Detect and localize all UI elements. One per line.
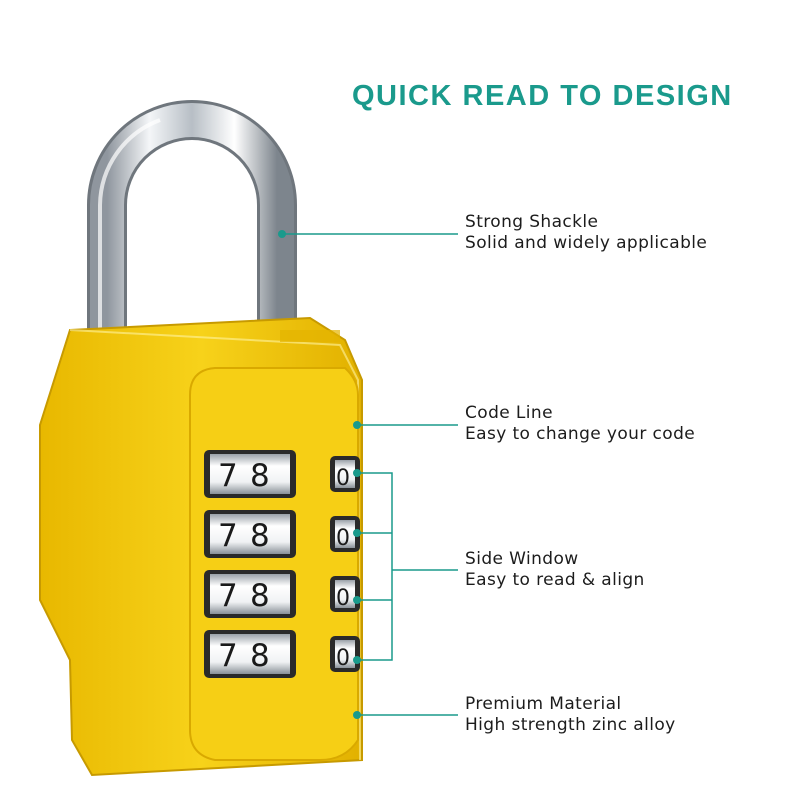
feature-description: Easy to read & align bbox=[465, 570, 645, 590]
dial-4-side-digit: 0 bbox=[336, 646, 350, 671]
dial-2-left-digit: 7 bbox=[218, 518, 238, 554]
callout-lines bbox=[282, 233, 458, 716]
dial-3-side-digit: 0 bbox=[336, 586, 350, 611]
dial-3-right-digit: 8 bbox=[250, 578, 270, 614]
page-heading: QUICK READ TO DESIGN bbox=[352, 80, 733, 112]
dial-3-left-digit: 7 bbox=[218, 578, 238, 614]
dial-1-left-digit: 7 bbox=[218, 458, 238, 494]
dial-stack: 7 8 0 7 8 0 7 8 0 7 8 0 bbox=[204, 450, 360, 678]
feature-strong-shackle: Strong Shackle Solid and widely applicab… bbox=[465, 212, 707, 254]
dial-4-left-digit: 7 bbox=[218, 638, 238, 674]
feature-description: Solid and widely applicable bbox=[465, 233, 708, 253]
dial-2-right-digit: 8 bbox=[250, 518, 270, 554]
callout-dots bbox=[278, 230, 361, 719]
feature-description: Easy to change your code bbox=[465, 424, 696, 444]
dial-2-side-digit: 0 bbox=[336, 526, 350, 551]
feature-side-window: Side Window Easy to read & align bbox=[465, 549, 645, 591]
feature-description: High strength zinc alloy bbox=[465, 715, 676, 735]
dial-4-right-digit: 8 bbox=[250, 638, 270, 674]
feature-title: Strong Shackle bbox=[465, 212, 599, 232]
feature-code-line: Code Line Easy to change your code bbox=[465, 403, 695, 445]
lock-body bbox=[39, 316, 363, 777]
feature-premium-material: Premium Material High strength zinc allo… bbox=[465, 694, 676, 736]
feature-title: Code Line bbox=[465, 403, 553, 423]
dial-1-side-digit: 0 bbox=[336, 466, 350, 491]
shackle bbox=[87, 100, 297, 355]
feature-title: Side Window bbox=[465, 549, 579, 569]
dial-1-right-digit: 8 bbox=[250, 458, 270, 494]
feature-title: Premium Material bbox=[465, 694, 622, 714]
